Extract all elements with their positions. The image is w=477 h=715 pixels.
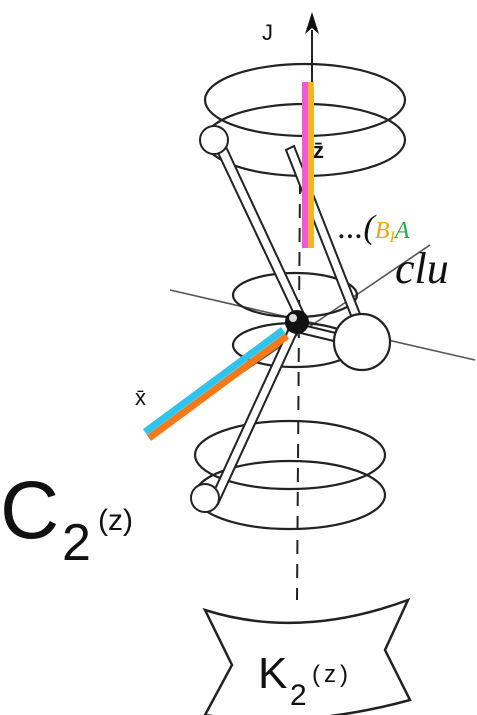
bottom-atom <box>191 484 219 512</box>
overlay-prefix: ...( <box>338 209 378 246</box>
svg-text:...(BIA: ...(BIA <box>338 209 410 246</box>
k2-arg: (z) <box>312 661 352 688</box>
c2-symmetry-label: C 2 (z) <box>0 465 133 572</box>
k2-symmetry-label: K 2 (z) <box>258 649 352 712</box>
c2-arg: (z) <box>98 504 133 537</box>
j-axis-label: J <box>262 20 273 45</box>
k2-main: K <box>258 649 287 698</box>
c2-main: C <box>0 465 59 556</box>
overlay-b: B <box>375 218 390 244</box>
top-atom <box>200 126 228 154</box>
k2-sub: 2 <box>290 679 307 712</box>
z-axis-stripe <box>305 82 311 248</box>
overlay-a: A <box>393 218 410 244</box>
overlay-text: ...(BIA clu <box>338 209 449 293</box>
c2-sub: 2 <box>62 514 91 572</box>
overlay-line2: clu <box>395 244 449 293</box>
z-axis-label: z̄ <box>313 138 324 163</box>
k2-banner <box>205 600 410 715</box>
x-axis-label: x̄ <box>135 385 146 410</box>
nucleus-ball-icon <box>285 310 309 334</box>
right-atom <box>334 314 390 370</box>
